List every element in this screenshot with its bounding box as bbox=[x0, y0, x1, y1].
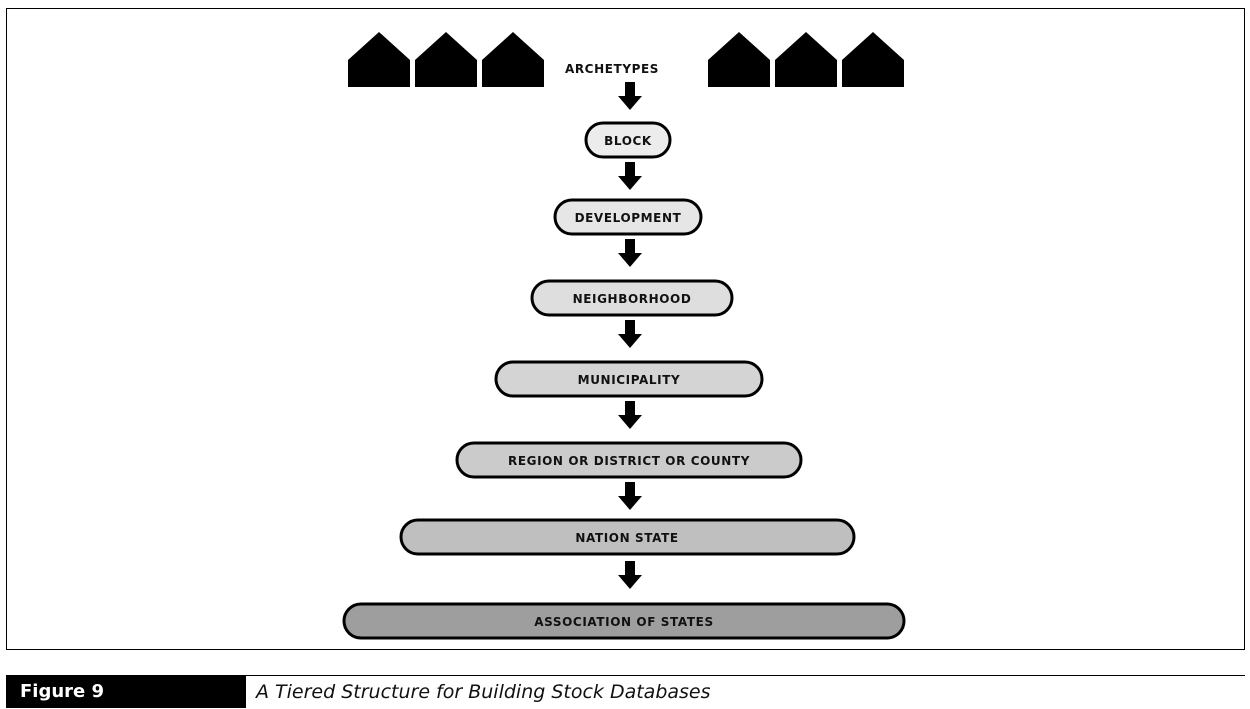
caption-bar: Figure 9 A Tiered Structure for Building… bbox=[6, 675, 1245, 709]
tier-nation-state: NATION STATE bbox=[399, 518, 856, 556]
arrow-group bbox=[618, 82, 642, 589]
house-icon bbox=[482, 32, 544, 87]
tier-municipality: MUNICIPALITY bbox=[494, 360, 764, 398]
tier-label: BLOCK bbox=[604, 134, 652, 148]
tier-box bbox=[455, 441, 803, 479]
tier-neighborhood: NEIGHBORHOOD bbox=[530, 279, 734, 317]
house-icon bbox=[348, 32, 410, 87]
tier-label: NATION STATE bbox=[575, 531, 678, 545]
down-arrow-icon bbox=[618, 561, 642, 589]
down-arrow-icon bbox=[618, 320, 642, 348]
figure-title: A Tiered Structure for Building Stock Da… bbox=[256, 681, 711, 703]
down-arrow-icon bbox=[618, 162, 642, 190]
house-group-left bbox=[348, 32, 544, 87]
tier-box bbox=[494, 360, 764, 398]
tier-diagram: ARCHETYPES BLOCK DEVELOPMENT NEIGHBORHOO… bbox=[342, 32, 906, 640]
tier-label: NEIGHBORHOOD bbox=[573, 292, 692, 306]
down-arrow-icon bbox=[618, 82, 642, 110]
tier-box bbox=[553, 198, 703, 236]
figure-frame bbox=[6, 8, 1245, 650]
down-arrow-icon bbox=[618, 482, 642, 510]
tier-box bbox=[584, 121, 672, 159]
tier-label: ASSOCIATION OF STATES bbox=[534, 615, 713, 629]
tier-development: DEVELOPMENT bbox=[553, 198, 703, 236]
tier-box bbox=[530, 279, 734, 317]
house-icon bbox=[708, 32, 770, 87]
down-arrow-icon bbox=[618, 401, 642, 429]
archetypes-label: ARCHETYPES bbox=[565, 62, 659, 76]
house-icon bbox=[842, 32, 904, 87]
tier-box bbox=[342, 602, 906, 640]
tier-label: DEVELOPMENT bbox=[575, 211, 682, 225]
tier-region: REGION OR DISTRICT OR COUNTY bbox=[455, 441, 803, 479]
house-icon bbox=[775, 32, 837, 87]
tier-label: MUNICIPALITY bbox=[578, 373, 681, 387]
tier-block: BLOCK bbox=[584, 121, 672, 159]
tier-label: REGION OR DISTRICT OR COUNTY bbox=[508, 454, 750, 468]
figure-label: Figure 9 bbox=[6, 676, 246, 708]
tier-box bbox=[399, 518, 856, 556]
house-icon bbox=[415, 32, 477, 87]
down-arrow-icon bbox=[618, 239, 642, 267]
house-group-right bbox=[708, 32, 904, 87]
tier-association-of-states: ASSOCIATION OF STATES bbox=[342, 602, 906, 640]
